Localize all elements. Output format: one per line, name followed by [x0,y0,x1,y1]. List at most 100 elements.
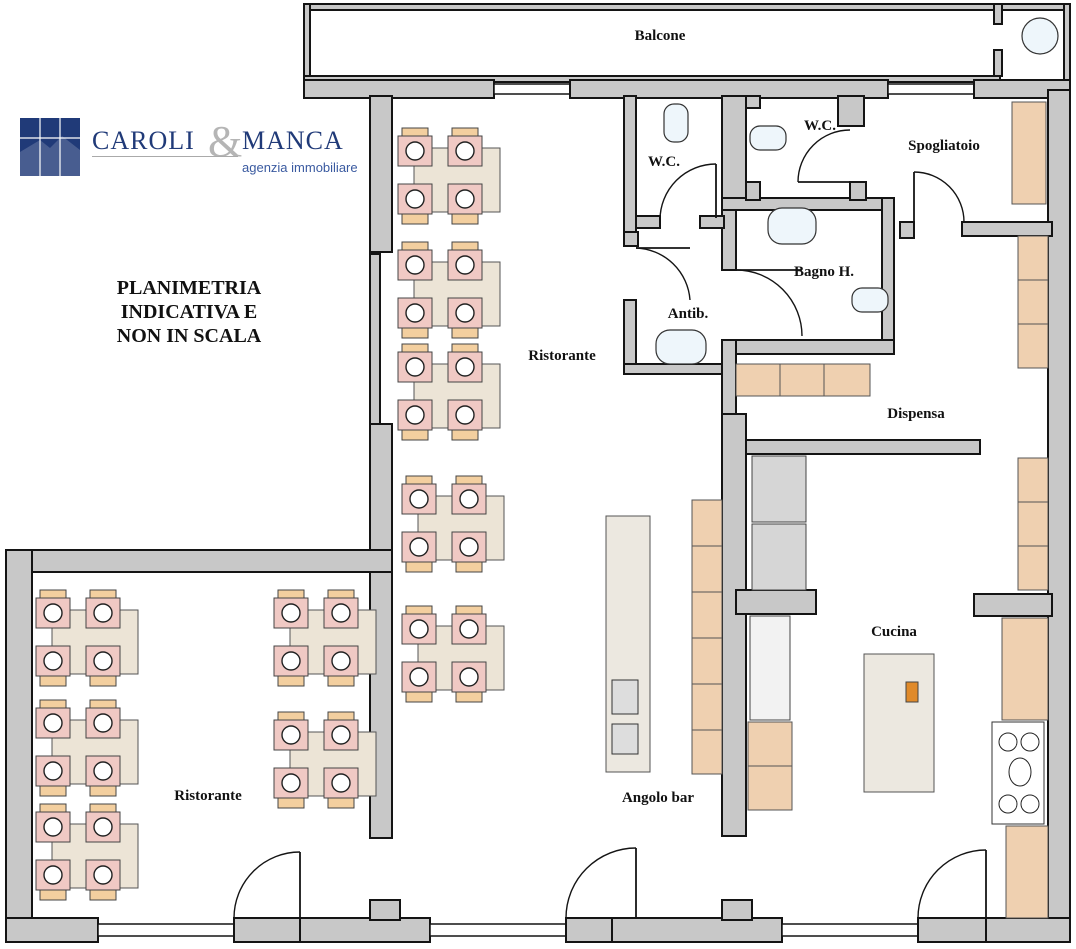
locker-icon [1011,101,1047,205]
chair-back [401,213,429,225]
stove-icon [991,721,1045,825]
note-line-2: INDICATIVA E [120,301,258,323]
chair-seat [273,767,309,799]
plate-icon [331,725,351,745]
chair-back [89,675,117,687]
fridge-icon [751,523,807,591]
bar-counter [605,499,723,775]
plate-icon [409,537,429,557]
plate-icon [459,619,479,639]
room-label-cucina: Cucina [871,624,917,640]
logo-subtitle: agenzia immobiliare [242,160,358,175]
plate-icon [409,489,429,509]
plate-icon [43,603,63,623]
note-line-3: NON IN SCALA [116,325,262,347]
table-4-seats [35,589,139,687]
plate-icon [331,603,351,623]
sink-icon [749,615,791,721]
walls [5,3,1071,943]
agency-logo: CAROLI & MANCA agenzia immobiliare [20,117,360,178]
chair-back [39,889,67,901]
plate-icon [409,619,429,639]
room-label-ristorante-lower: Ristorante [174,788,242,804]
room-label-wc-left: W.C. [648,154,680,170]
logo-divider [92,156,238,157]
plate-icon [43,865,63,885]
cash-register-icon [611,679,639,715]
plate-icon [281,603,301,623]
table-4-seats [397,127,501,225]
room-label-balcone: Balcone [635,28,686,44]
plate-icon [281,725,301,745]
plate-icon [93,865,113,885]
room-label-ristorante-main: Ristorante [528,348,596,364]
plate-icon [43,761,63,781]
plate-icon [43,713,63,733]
room-label-bagno: Bagno H. [794,264,854,280]
table-4-seats [35,803,139,901]
dining-tables [35,127,505,901]
plate-icon [405,189,425,209]
scale-disclaimer: PLANIMETRIA INDICATIVA E NON IN SCALA [96,276,282,348]
plate-icon [93,817,113,837]
plate-icon [455,357,475,377]
room-labels: Balcone W.C. W.C. Spogliatoio Antib. Bag… [174,28,980,806]
note-line-1: PLANIMETRIA [116,277,262,299]
table-4-seats [401,605,505,703]
plate-icon [455,141,475,161]
plate-icon [455,189,475,209]
logo-ampersand: & [208,117,243,166]
table-4-seats [397,343,501,441]
chair-back [401,429,429,441]
chair-back [277,675,305,687]
chair-back [455,691,483,703]
chair-back [277,797,305,809]
plate-icon [455,255,475,275]
fridge-icon [751,455,807,523]
boiler-icon [1021,17,1059,55]
room-label-antib: Antib. [668,306,709,322]
chair-back [455,561,483,573]
chair-back [89,785,117,797]
plate-icon [405,255,425,275]
coffee-machine-icon [611,723,639,755]
sink-icon [767,207,817,245]
chair-seat [401,613,437,645]
plate-icon [93,761,113,781]
plate-icon [43,817,63,837]
bathroom-fixtures [655,17,1059,365]
chair-back [451,429,479,441]
table-4-seats [397,241,501,339]
room-label-wc-right: W.C. [804,118,836,134]
chair-back [327,797,355,809]
kitchen-furniture [735,235,1049,919]
plate-icon [93,603,113,623]
chair-back [89,889,117,901]
plate-icon [405,303,425,323]
plate-icon [331,773,351,793]
plate-icon [405,141,425,161]
sink-icon [655,329,707,365]
plate-icon [459,489,479,509]
toilet-icon [663,103,689,143]
plate-icon [455,303,475,323]
chair-back [405,561,433,573]
logo-name-right: MANCA [242,126,344,155]
plate-icon [93,651,113,671]
doors [233,129,987,919]
chair-back [401,327,429,339]
logo-name-left: CAROLI [92,126,195,155]
chair-back [451,327,479,339]
chair-seat [447,297,483,329]
toilet-icon [749,125,787,151]
room-label-angolo-bar: Angolo bar [622,790,694,806]
plate-icon [93,713,113,733]
plate-icon [43,651,63,671]
table-4-seats [401,475,505,573]
plate-icon [459,667,479,687]
chair-seat [397,297,433,329]
plate-icon [455,405,475,425]
plate-icon [281,651,301,671]
chair-back [39,785,67,797]
